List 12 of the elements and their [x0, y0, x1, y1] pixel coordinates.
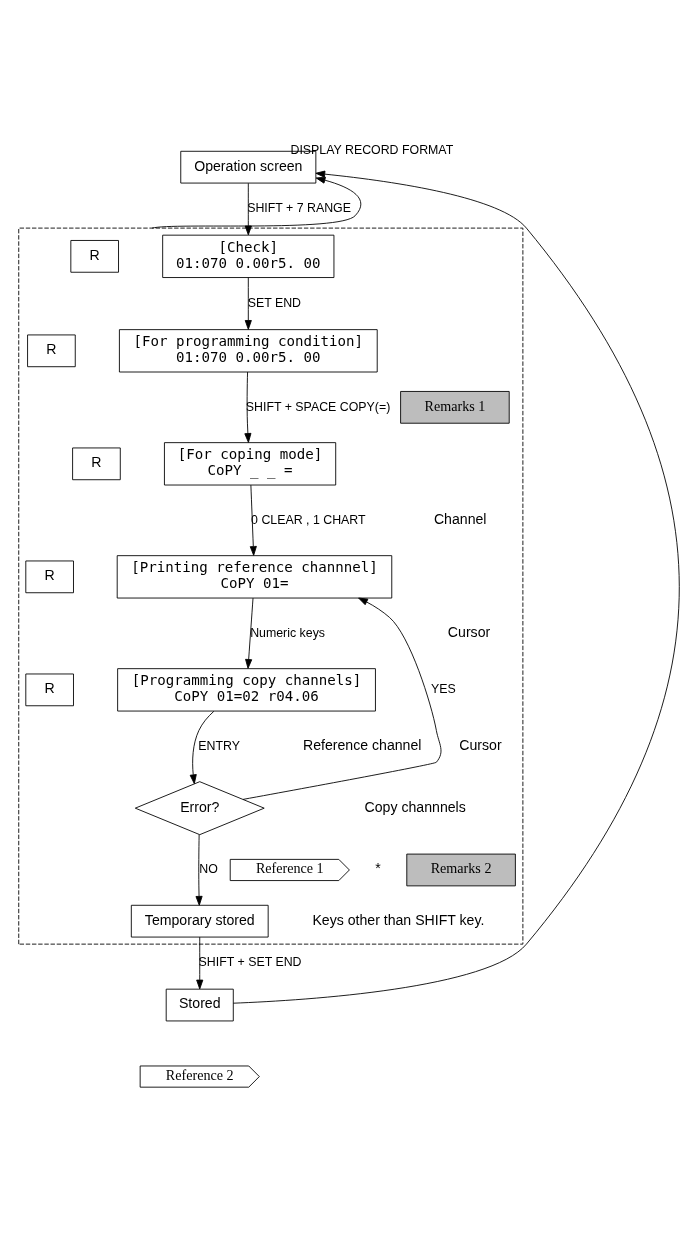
edge-label: SHIFT + SPACE COPY(=) — [245, 399, 391, 414]
label: * — [375, 859, 381, 876]
label: Channel — [433, 510, 487, 527]
edge-label: NO — [199, 861, 218, 876]
label: Cursor — [459, 736, 502, 753]
edge-label: ENTRY — [198, 738, 240, 753]
label: Keys other than SHIFT key. — [312, 911, 485, 928]
edge-label: YES — [431, 681, 456, 696]
label: Reference channel — [302, 736, 422, 753]
edge-label: Numeric keys — [250, 625, 326, 640]
label: Cursor — [447, 623, 491, 640]
label: Copy channnels — [364, 798, 466, 815]
